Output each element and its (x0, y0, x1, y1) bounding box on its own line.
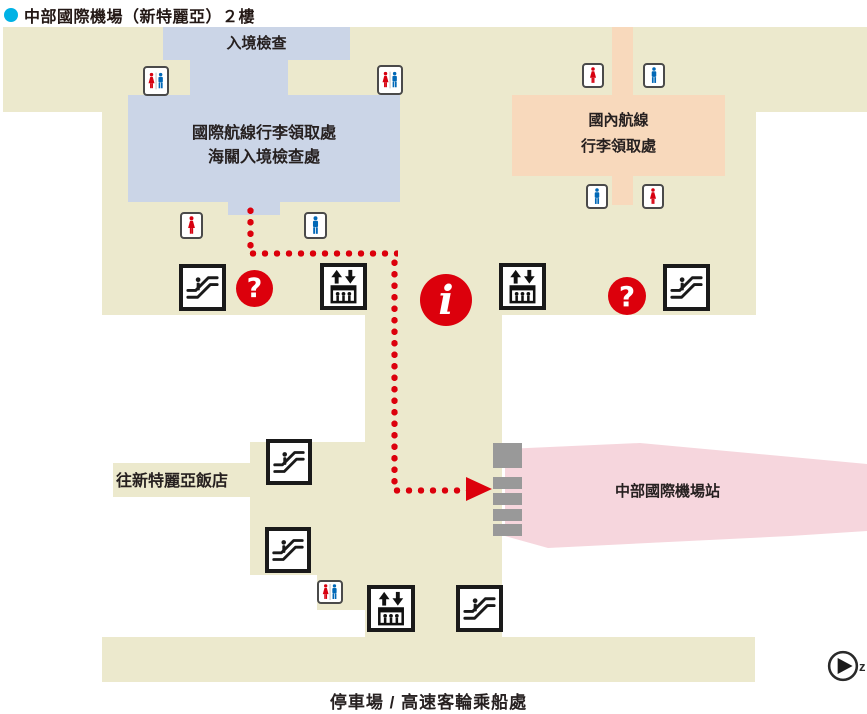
platform-gate-bar (493, 493, 522, 505)
page-title-text: 中部國際機場（新特麗亞）２樓 (24, 9, 256, 26)
toilet-icon (643, 63, 665, 88)
route-segment-vertical-start (247, 205, 254, 252)
platform-gate-bar (493, 509, 522, 521)
domestic-baggage-line2: 行李領取處 (580, 138, 656, 155)
parking-ferry-caption: 停車場 / 高速客輪乘船處 (329, 693, 528, 712)
toilet-female-icon (184, 216, 199, 235)
question-icon: ? (608, 277, 646, 315)
toilet-female-icon (586, 67, 600, 84)
toilet-icon (317, 580, 343, 604)
floor-parking-strip (102, 637, 755, 682)
toilet-icon (586, 184, 608, 209)
escalator-icon (266, 439, 312, 485)
entry-check-label: 入境檢查 (226, 35, 287, 52)
international-baggage-label: 國際航線行李領取處 海關入境檢查處 (128, 122, 400, 170)
international-baggage-tab (228, 202, 280, 215)
toilet-icon (180, 212, 203, 239)
elevator-icon (499, 263, 546, 310)
entry-check-connector (190, 60, 288, 96)
toilet-icon (304, 212, 327, 239)
escalator-icon (456, 585, 503, 632)
domestic-baggage-line1: 國內航線 (588, 112, 649, 129)
domestic-baggage-area (512, 95, 725, 176)
toilet-female-male-icon (147, 70, 165, 92)
escalator-icon (179, 264, 226, 311)
floor-hotel-strip (113, 463, 250, 497)
toilet-icon (642, 184, 664, 209)
north-arrow-label: z (859, 659, 866, 674)
route-arrowhead-icon (466, 477, 492, 501)
international-baggage-area (128, 95, 400, 202)
toilet-female-male-icon (321, 584, 339, 600)
question-icon: ? (236, 270, 273, 307)
route-segment-horizontal-2 (391, 487, 466, 494)
route-segment-horizontal-1 (247, 250, 398, 257)
escalator-icon (663, 264, 710, 311)
station-label: 中部國際機場站 (614, 483, 720, 500)
station-area (505, 443, 867, 548)
platform-gate-bar (493, 477, 522, 489)
toilet-icon (582, 63, 604, 88)
information-icon: i (420, 274, 472, 326)
toilet-male-icon (590, 188, 604, 205)
toilet-male-icon (308, 216, 323, 235)
entry-check-area (163, 27, 350, 60)
platform-gate-bar (493, 524, 522, 536)
elevator-icon (367, 585, 415, 632)
toilet-icon (377, 65, 403, 95)
north-arrow-icon (827, 650, 859, 682)
platform-gate-block (493, 443, 522, 468)
toilet-icon (143, 66, 169, 96)
toilet-female-icon (646, 188, 660, 205)
domestic-baggage-label: 國內航線 行李領取處 (512, 108, 725, 160)
international-baggage-line1: 國際航線行李領取處 (191, 125, 336, 142)
toilet-female-male-icon (381, 69, 399, 91)
international-baggage-line2: 海關入境檢查處 (207, 149, 320, 166)
title-bullet-icon (4, 8, 18, 22)
escalator-icon (265, 527, 311, 573)
elevator-icon (320, 263, 367, 310)
page-title: 中部國際機場（新特麗亞）２樓 (4, 3, 255, 27)
route-segment-vertical-main (391, 257, 398, 487)
toilet-male-icon (647, 67, 661, 84)
hotel-label: 往新特麗亞飯店 (116, 473, 229, 490)
